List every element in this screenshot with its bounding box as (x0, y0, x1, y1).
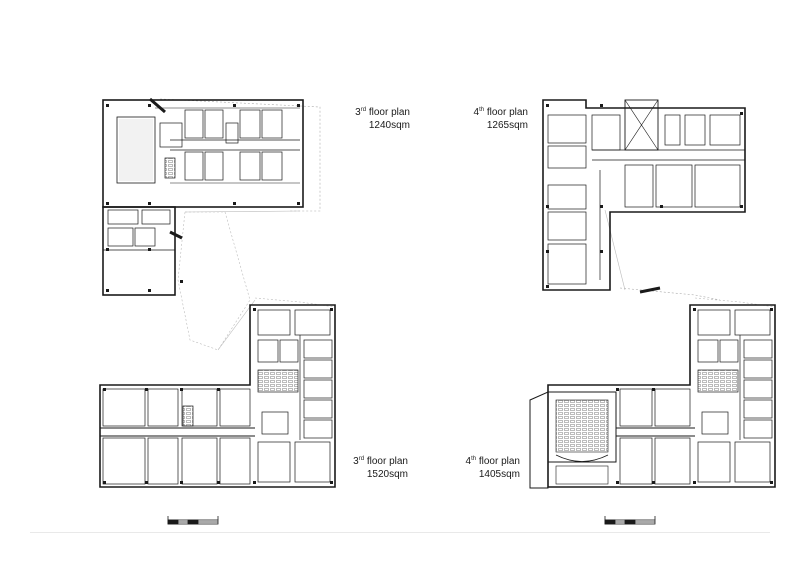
plan-label-upper-left: 3rd floor plan 1240sqm (310, 106, 410, 132)
floor-area: 1405sqm (478, 469, 520, 480)
floor-area: 1240sqm (368, 120, 410, 131)
floor-title: 4th floor plan (465, 456, 521, 467)
plan-label-lower-left: 3rd floor plan 1520sqm (308, 455, 408, 481)
plan-label-lower-right: 4th floor plan 1405sqm (420, 455, 521, 481)
plan-4th-floor-lower (529, 297, 776, 489)
plan-3rd-floor-upper (102, 97, 321, 351)
floor-area: 1520sqm (366, 469, 408, 480)
scale-bar-right (604, 516, 656, 525)
sheet-divider (30, 532, 770, 533)
floor-title: 3rd floor plan (355, 107, 410, 118)
plan-label-upper-right: 4th floor plan 1265sqm (428, 106, 529, 132)
plan-4th-floor-upper (542, 99, 746, 301)
plan-3rd-floor-lower (99, 297, 336, 488)
scale-bar-left (167, 516, 219, 525)
floor-title: 3rd floor plan (353, 456, 408, 467)
floor-title: 4th floor plan (473, 107, 529, 118)
floor-area: 1265sqm (486, 120, 528, 131)
